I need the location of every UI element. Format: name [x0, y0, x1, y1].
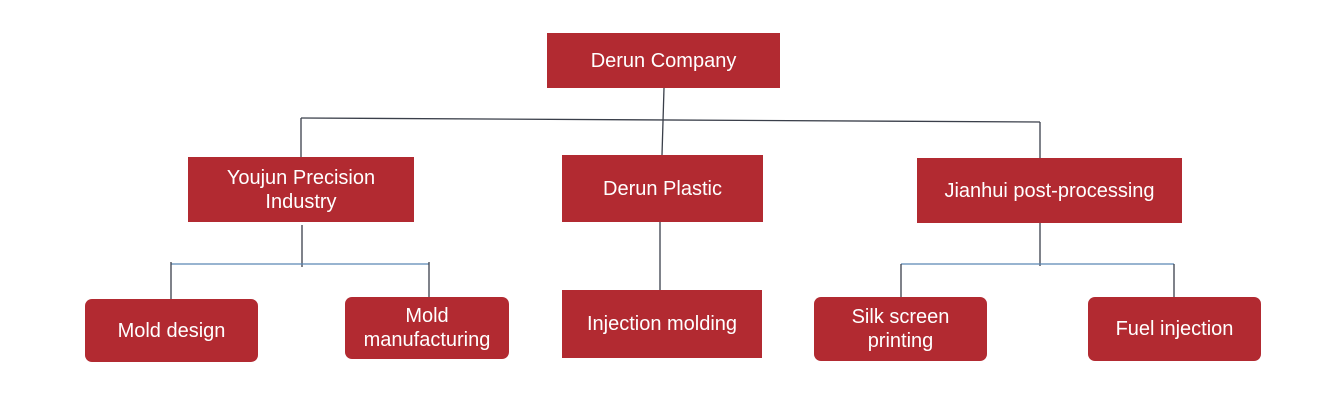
node-label: Derun Company: [590, 49, 737, 72]
node-derun-company: Derun Company: [547, 33, 780, 88]
node-label: Fuel injection: [1115, 318, 1234, 340]
node-mold-design: Mold design: [85, 299, 258, 362]
node-label: Youjun Precision Industry: [226, 166, 376, 213]
connector-root-down: [661, 87, 665, 156]
node-label: Derun Plastic: [603, 177, 722, 200]
node-mold-manufacturing: Mold manufacturing: [345, 297, 509, 359]
node-label: Mold manufacturing: [363, 305, 491, 351]
node-label: Mold design: [117, 319, 226, 342]
node-silk-screen-printing: Silk screen printing: [814, 297, 987, 361]
node-injection-molding: Injection molding: [562, 290, 762, 358]
node-youjun-precision-industry: Youjun Precision Industry: [188, 157, 414, 222]
node-fuel-injection: Fuel injection: [1088, 297, 1261, 361]
connector-level1-bar: [300, 117, 1041, 123]
node-derun-plastic: Derun Plastic: [562, 155, 763, 222]
node-label: Injection molding: [586, 313, 738, 335]
node-jianhui-post-processing: Jianhui post-processing: [917, 158, 1182, 223]
node-label: Silk screen printing: [851, 306, 950, 352]
node-label: Jianhui post-processing: [944, 179, 1155, 202]
